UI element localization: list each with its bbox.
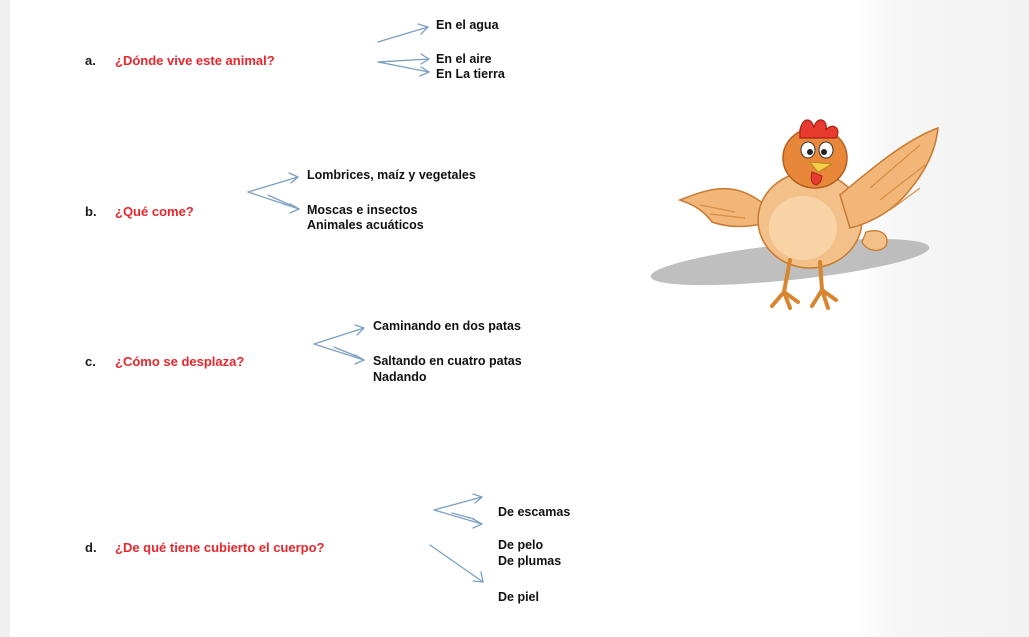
question-letter: a.: [85, 53, 96, 68]
option-a3: En La tierra: [436, 67, 505, 81]
question-text: ¿Cómo se desplaza?: [115, 354, 245, 369]
option-c3: Nadando: [373, 370, 427, 384]
option-c2: Saltando en cuatro patas: [373, 354, 522, 368]
option-b3: Animales acuáticos: [307, 218, 424, 232]
question-letter: c.: [85, 354, 96, 369]
question-text: ¿Qué come?: [115, 204, 194, 219]
option-d1: De escamas: [498, 505, 571, 519]
question-text: ¿De qué tiene cubierto el cuerpo?: [115, 540, 325, 555]
question-a: a. ¿Dónde vive este animal?: [85, 53, 275, 68]
question-letter: b.: [85, 204, 97, 219]
option-c1: Caminando en dos patas: [373, 319, 521, 333]
option-d4: De piel: [498, 590, 539, 604]
option-a1: En el agua: [436, 18, 499, 32]
option-b2: Moscas e insectos: [307, 203, 418, 217]
question-d: d. ¿De qué tiene cubierto el cuerpo?: [85, 540, 324, 555]
option-d2: De pelo: [498, 538, 544, 552]
question-c: c. ¿Cómo se desplaza?: [85, 354, 244, 369]
option-b1: Lombrices, maíz y vegetales: [307, 168, 476, 182]
arrow-icon: [377, 53, 430, 77]
arrow-icon: [377, 23, 429, 43]
question-b: b. ¿Qué come?: [85, 204, 194, 219]
question-text: ¿Dónde vive este animal?: [115, 53, 275, 68]
question-letter: d.: [85, 540, 97, 555]
hen-illustration: [650, 119, 939, 310]
option-d3: De plumas: [498, 554, 562, 568]
viewer-right-margin: [855, 0, 1029, 637]
arrow-icon: [313, 324, 365, 365]
option-a2: En el aire: [436, 52, 492, 66]
arrow-icon: [433, 493, 483, 529]
arrow-icon: [247, 172, 300, 214]
arrow-icon: [429, 544, 484, 583]
viewer-left-margin: [0, 0, 10, 637]
